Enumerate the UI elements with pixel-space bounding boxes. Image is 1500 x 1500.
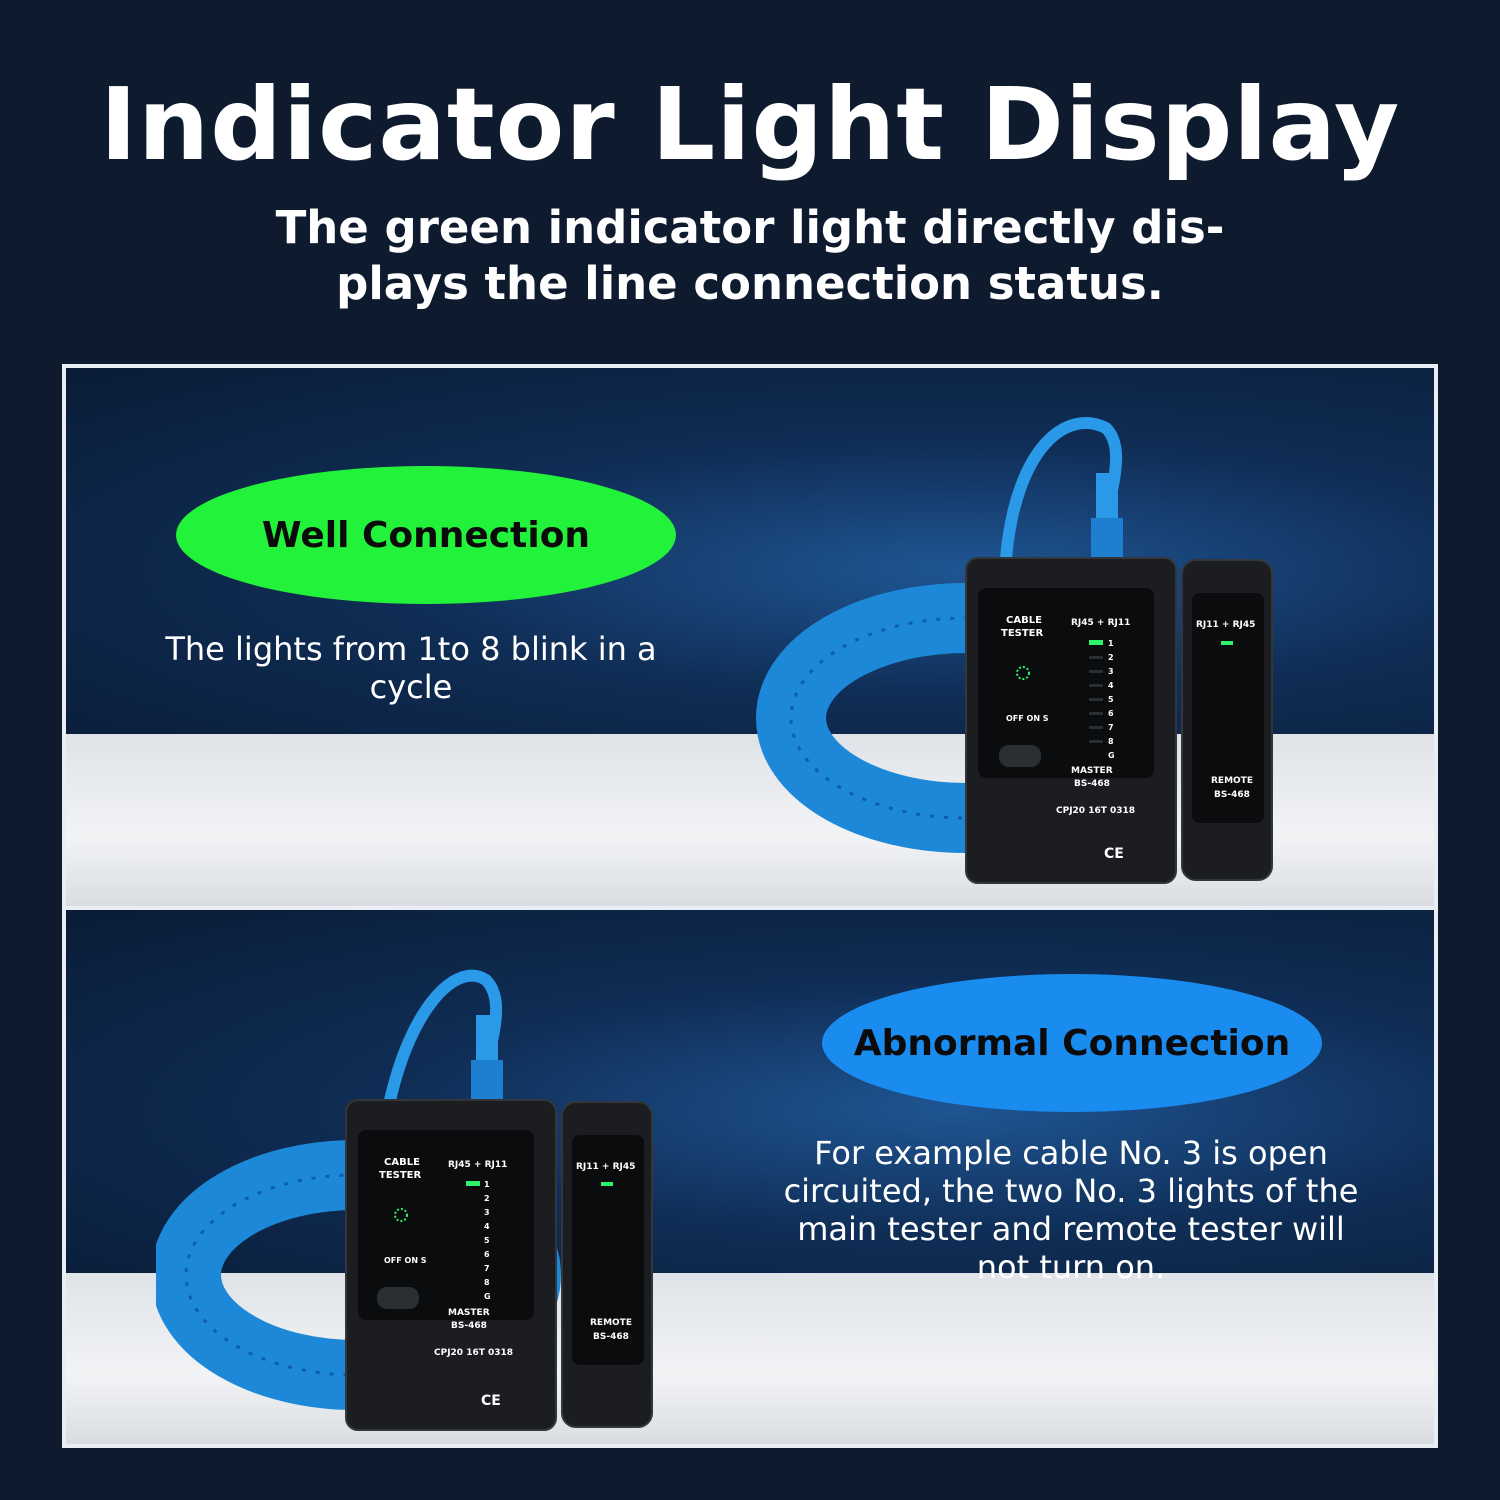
pin-label: 1 [484,1180,490,1189]
led-pin-4 [1089,684,1103,687]
pin-label: 1 [1108,639,1114,648]
well-connection-description: The lights from 1to 8 blink in a cycle [165,630,657,706]
master-model: BS-468 [1074,779,1110,789]
pin-label: 2 [484,1194,490,1203]
well-connection-panel: Well Connection The lights from 1to 8 bl… [66,368,1434,906]
cable-tester-device: CABLE TESTER RJ45 + RJ11 OFF ON S 1 2 3 … [156,969,653,1431]
power-switch[interactable] [999,745,1041,767]
remote-ports-label: RJ11 + RJ45 [1196,620,1255,630]
pin-label: 7 [1108,723,1114,732]
pin-label: 4 [484,1222,490,1231]
master-label-line2: TESTER [379,1170,422,1181]
master-name: MASTER [1071,766,1113,776]
remote-name: REMOTE [1211,776,1253,786]
ce-mark-icon: CE [1104,846,1124,862]
pin-label: 7 [484,1264,490,1273]
remote-name: REMOTE [590,1318,632,1328]
pin-label: G [1108,751,1115,760]
remote-led-pin-1 [601,1182,613,1186]
power-switch-label: OFF ON S [384,1256,427,1265]
serial-number: CPJ20 16T 0318 [1056,806,1135,816]
master-unit: CABLE TESTER RJ45 + RJ11 OFF ON S 1 2 3 … [345,1099,557,1431]
cable-tester-device: CABLE TESTER RJ45 + RJ11 OFF ON S 1 2 3 … [756,417,1273,884]
remote-unit: RJ11 + RJ45 REMOTE BS-468 [561,1101,653,1428]
master-ports-label: RJ45 + RJ11 [1071,618,1130,628]
master-ports-label: RJ45 + RJ11 [448,1160,507,1170]
led-pin-1 [466,1181,480,1186]
led-pin-5 [1089,698,1103,701]
page-title: Indicator Light Display [99,66,1401,183]
pin-label: 8 [1108,737,1114,746]
led-pin-3 [1089,670,1103,673]
led-pin-7 [1089,726,1103,729]
pin-label: 3 [1108,667,1114,676]
remote-ports-label: RJ11 + RJ45 [576,1162,635,1172]
abnormal-connection-description: For example cable No. 3 is open circuite… [783,1134,1359,1286]
master-label-line1: CABLE [1006,615,1042,626]
pin-label: 6 [484,1250,490,1259]
master-name: MASTER [448,1308,490,1318]
pin-label: 5 [1108,695,1114,704]
led-ring-icon [394,1208,408,1222]
pin-label: 3 [484,1208,490,1217]
led-pin-1 [1089,640,1103,645]
pin-label: 6 [1108,709,1114,718]
abnormal-connection-label: Abnormal Connection [853,1022,1291,1064]
led-pin-8 [1089,740,1103,743]
pin-label: 2 [1108,653,1114,662]
well-connection-badge: Well Connection [176,466,676,604]
led-pin-2 [1089,656,1103,659]
abnormal-connection-badge: Abnormal Connection [822,974,1322,1112]
serial-number: CPJ20 16T 0318 [434,1348,513,1358]
master-unit: CABLE TESTER RJ45 + RJ11 OFF ON S 1 2 3 … [965,557,1177,884]
pin-label: 5 [484,1236,490,1245]
power-switch[interactable] [377,1287,419,1309]
pin-label: G [484,1292,491,1301]
led-ring-icon [1016,666,1030,680]
comparison-frame: Well Connection The lights from 1to 8 bl… [62,364,1438,1448]
master-label-line2: TESTER [1001,628,1044,639]
page-subtitle: The green indicator light directly dis-p… [275,201,1225,310]
remote-unit: RJ11 + RJ45 REMOTE BS-468 [1181,559,1273,881]
remote-model: BS-468 [1214,790,1250,800]
power-switch-label: OFF ON S [1006,714,1049,723]
pin-label: 8 [484,1278,490,1287]
well-connection-label: Well Connection [261,514,591,556]
led-pin-6 [1089,712,1103,715]
pin-label: 4 [1108,681,1114,690]
ce-mark-icon: CE [481,1393,501,1409]
abnormal-connection-panel: CABLE TESTER RJ45 + RJ11 OFF ON S 1 2 3 … [66,910,1434,1444]
master-model: BS-468 [451,1321,487,1331]
remote-model: BS-468 [593,1332,629,1342]
master-label-line1: CABLE [384,1157,420,1168]
remote-led-pin-1 [1221,641,1233,645]
